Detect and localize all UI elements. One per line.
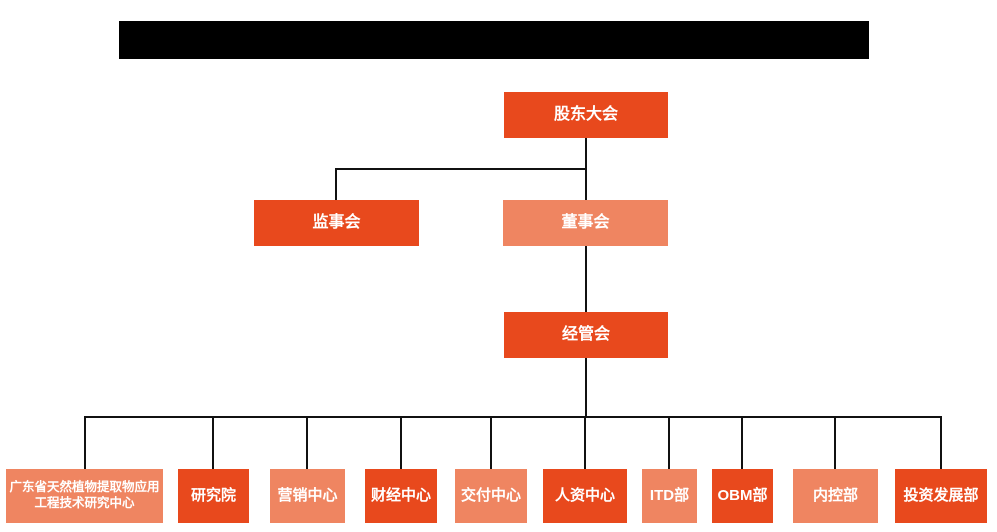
connector-line — [741, 416, 743, 469]
org-node-management-committee: 经管会 — [504, 312, 668, 358]
org-node-dept-research-center: 广东省天然植物提取物应用工程技术研究中心 — [6, 469, 163, 523]
connector-line — [84, 416, 942, 418]
connector-line — [940, 416, 942, 469]
connector-line — [400, 416, 402, 469]
connector-line — [84, 416, 86, 469]
org-node-dept-obm: OBM部 — [712, 469, 773, 523]
org-node-dept-delivery-center: 交付中心 — [455, 469, 527, 523]
org-node-dept-hr-center: 人资中心 — [543, 469, 627, 523]
org-node-dept-internal-control: 内控部 — [793, 469, 878, 523]
connector-line — [335, 168, 337, 200]
connector-line — [306, 416, 308, 469]
org-node-dept-research-institute: 研究院 — [178, 469, 249, 523]
connector-line — [585, 246, 587, 312]
connector-line — [212, 416, 214, 469]
connector-line — [668, 416, 670, 469]
connector-line — [335, 168, 587, 170]
org-node-shareholders-meeting: 股东大会 — [504, 92, 668, 138]
redacted-title-bar — [119, 21, 869, 59]
org-node-dept-marketing-center: 营销中心 — [270, 469, 345, 523]
org-node-dept-finance-center: 财经中心 — [365, 469, 437, 523]
connector-line — [584, 416, 586, 469]
org-node-supervisory-board: 监事会 — [254, 200, 419, 246]
org-node-dept-investment-development: 投资发展部 — [895, 469, 987, 523]
connector-line — [490, 416, 492, 469]
org-node-board-of-directors: 董事会 — [503, 200, 668, 246]
org-node-dept-itd: ITD部 — [642, 469, 697, 523]
connector-line — [834, 416, 836, 469]
connector-line — [585, 358, 587, 417]
